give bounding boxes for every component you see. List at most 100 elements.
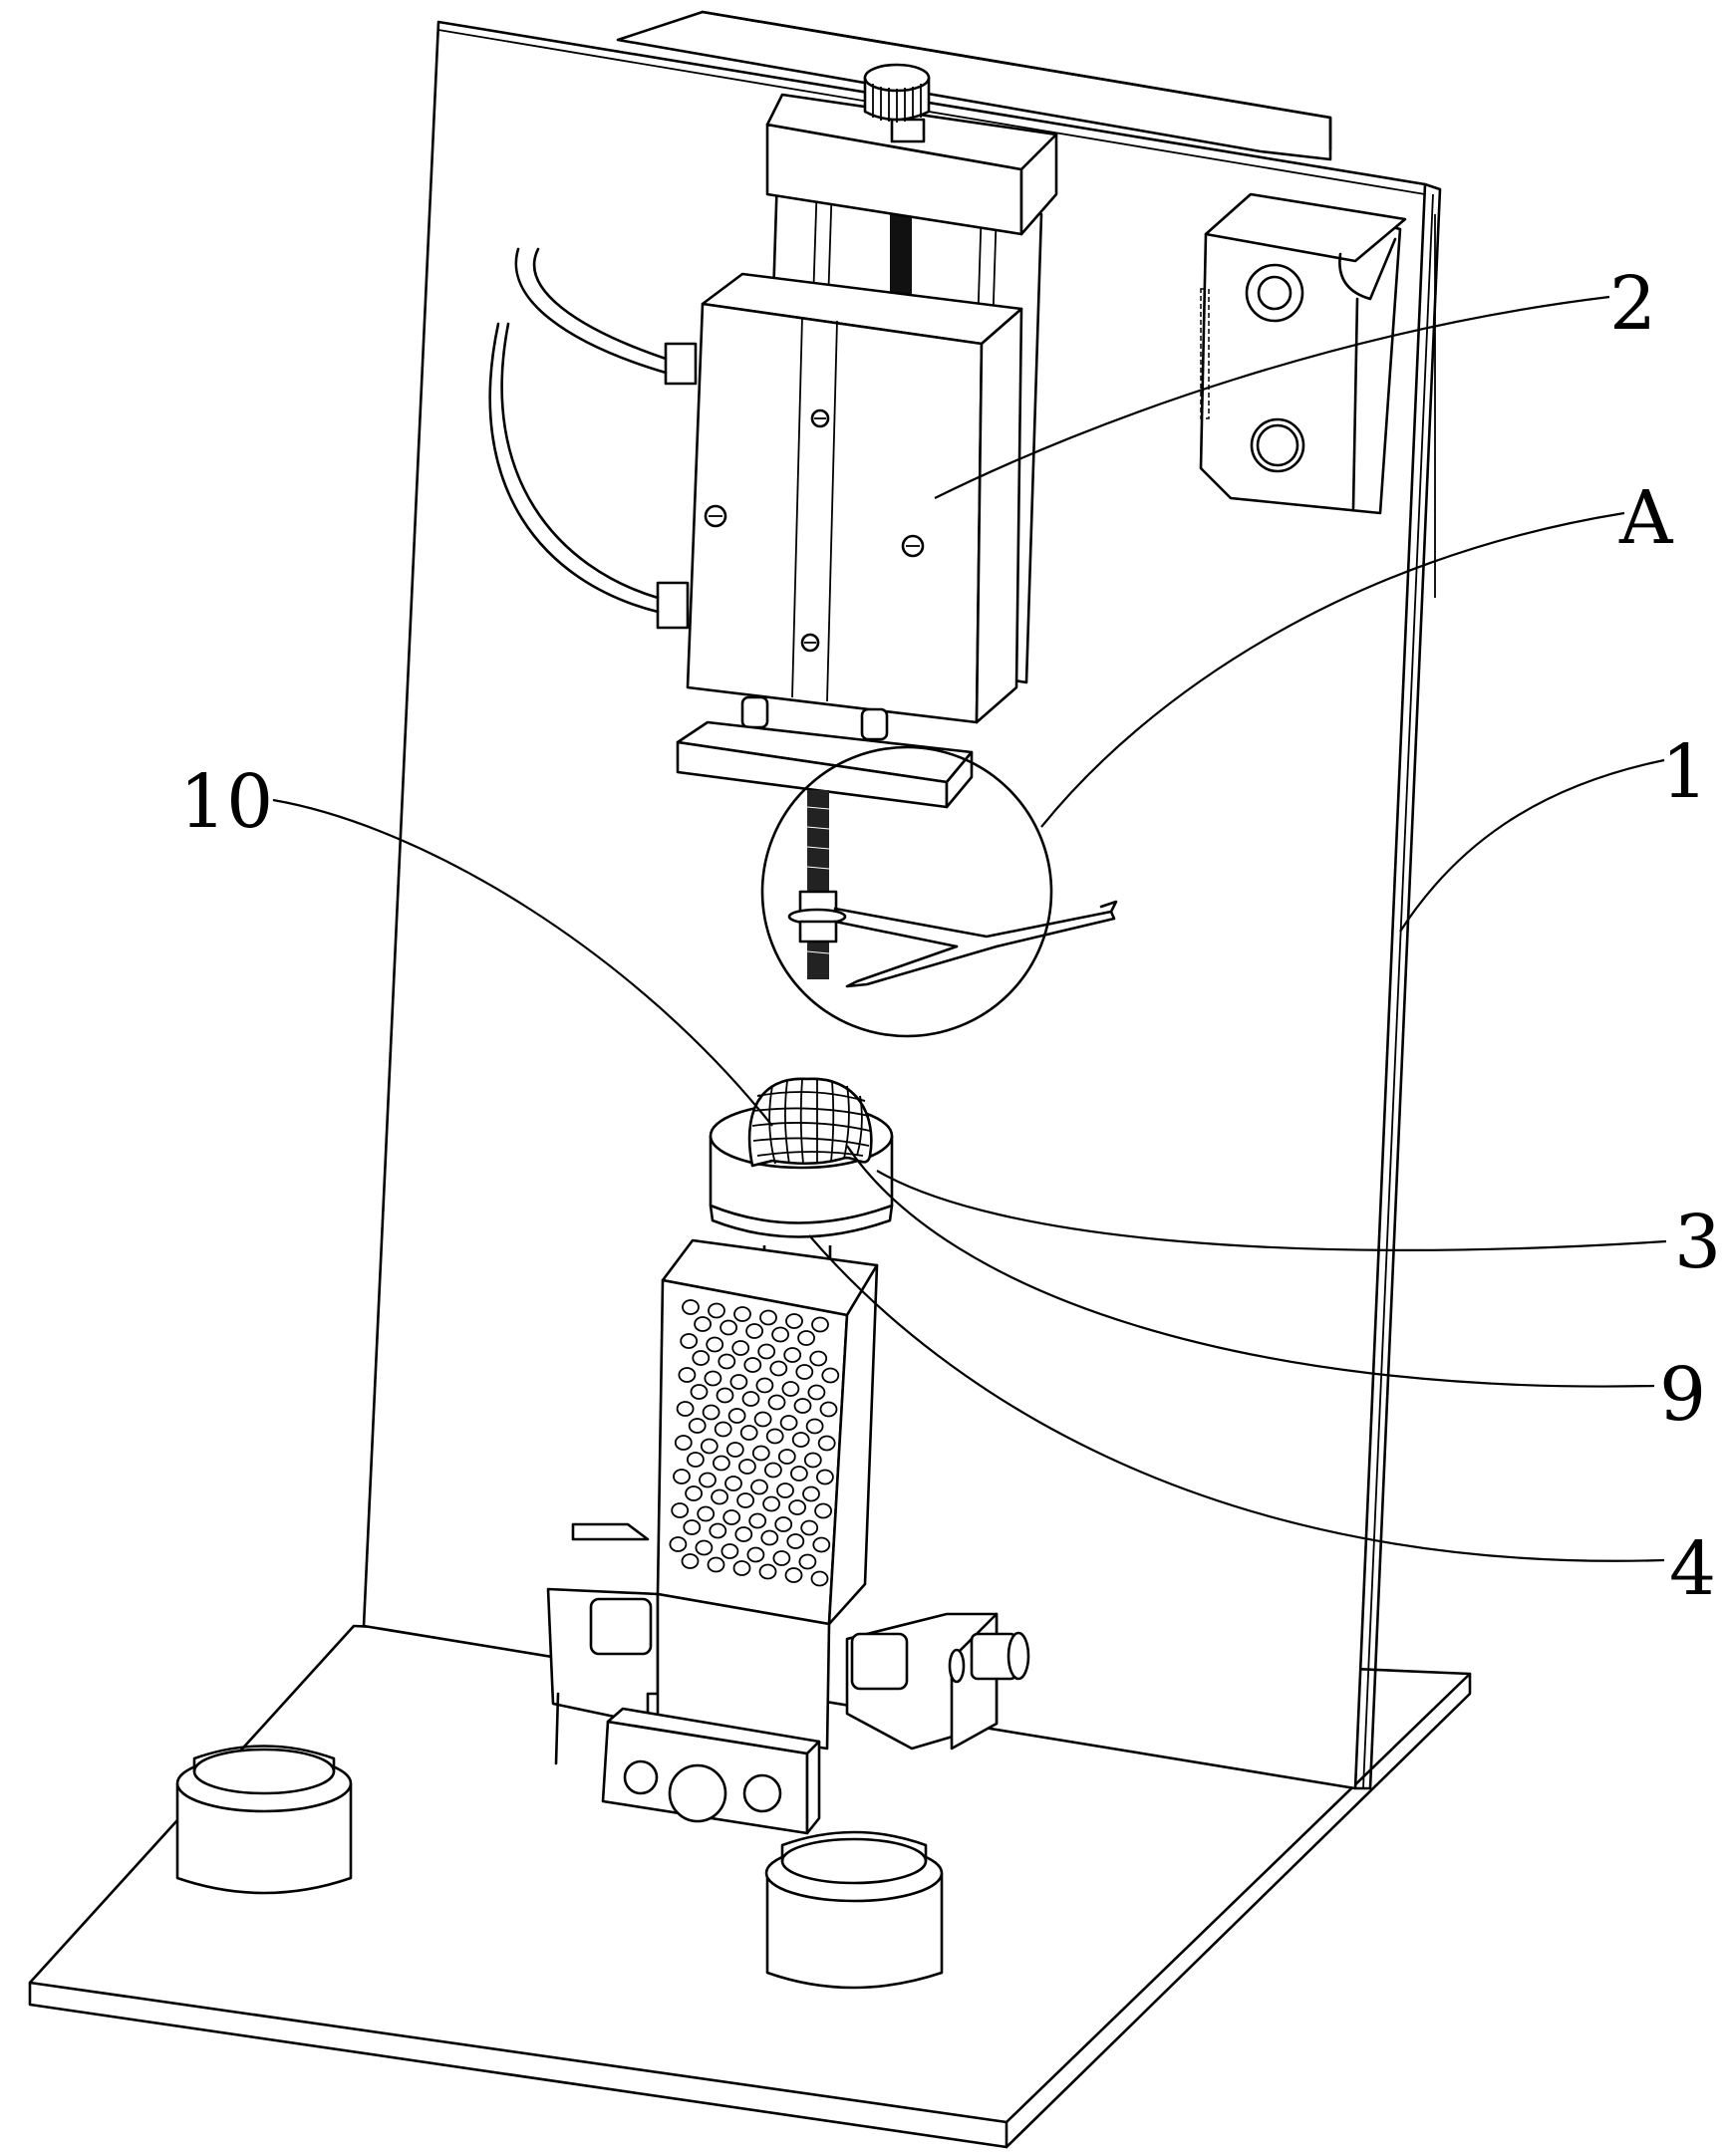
perforation-hole — [753, 1411, 772, 1428]
perforation-hole — [692, 1350, 711, 1366]
perforation-hole — [729, 1374, 748, 1390]
perforation-hole — [699, 1472, 717, 1488]
perforation-hole — [741, 1391, 760, 1407]
leader-A — [1040, 511, 1625, 828]
leader-3 — [876, 1170, 1667, 1251]
adjuster-socket — [1250, 417, 1305, 473]
leader-lines — [272, 295, 1667, 1562]
foot-left — [175, 1745, 353, 1895]
perforation-hole — [819, 1401, 838, 1418]
perforation-hole — [811, 1316, 829, 1333]
perforation-hole — [706, 1336, 724, 1353]
callout-4: 4 — [1669, 1526, 1716, 1612]
perforation-hole — [700, 1438, 719, 1455]
air-hose — [488, 247, 668, 614]
base-plate — [28, 1624, 1472, 2149]
perforation-hole — [803, 1452, 822, 1469]
side-adjuster-block — [1199, 192, 1407, 515]
perforation-hole — [805, 1418, 824, 1435]
perforation-hole — [704, 1370, 722, 1387]
perforation-hole — [769, 1360, 788, 1377]
perforation-hole — [810, 1570, 829, 1587]
perforation-hole — [807, 1384, 826, 1401]
perforation-hole — [757, 1343, 776, 1360]
perforation-hole — [713, 1455, 730, 1472]
perforation-hole — [720, 1543, 739, 1559]
perforation-hole — [722, 1509, 741, 1525]
perforation-hole — [708, 1302, 725, 1319]
perforation-hole — [786, 1533, 805, 1549]
perforation-hole — [814, 1502, 832, 1519]
perforation-hole — [802, 1485, 820, 1502]
perforation-hole — [779, 1415, 798, 1431]
perforation-hole — [767, 1394, 786, 1411]
callout-A: A — [1618, 475, 1674, 561]
perforated-column-block — [656, 1238, 879, 1626]
screw-heads — [704, 408, 925, 653]
perforation-hole — [776, 1482, 794, 1498]
leader-10 — [272, 798, 773, 1127]
adjuster-knob — [1245, 263, 1304, 323]
perforation-hole — [777, 1449, 796, 1465]
callout-3: 3 — [1674, 1200, 1721, 1285]
perforation-hole — [821, 1367, 840, 1384]
perforation-hole — [734, 1526, 753, 1542]
callout-labels: 2 A 1 10 3 9 4 — [179, 261, 1721, 1612]
perforation-hole — [719, 1319, 737, 1336]
perforation-hole — [671, 1502, 690, 1518]
perforation-hole — [758, 1563, 777, 1580]
perforation-hole — [816, 1469, 834, 1485]
detail-circle-A — [760, 745, 1118, 1038]
perforation-hole — [732, 1560, 751, 1576]
perforation-hole — [716, 1387, 734, 1404]
perforation-hole — [800, 1519, 819, 1536]
perforation-hole — [759, 1309, 777, 1326]
perforation-hole — [725, 1442, 744, 1458]
perforation-hole — [709, 1522, 727, 1539]
perforation-hole — [707, 1556, 725, 1573]
perforation-hole — [790, 1466, 808, 1482]
perforation-hole — [690, 1384, 709, 1400]
perforation-hole — [702, 1404, 720, 1421]
perforation-hole — [738, 1459, 756, 1475]
perforation-hole — [739, 1425, 758, 1441]
perforation-hole — [687, 1452, 705, 1468]
perforation-hole — [760, 1529, 779, 1546]
slide-rail-assembly — [488, 63, 1058, 809]
perforation-hole — [688, 1418, 707, 1434]
perforation-hole — [673, 1469, 691, 1484]
callout-10: 10 — [179, 759, 273, 845]
perforation-hole — [797, 1330, 815, 1346]
perforation-hole — [733, 1306, 751, 1322]
cutting-blade — [833, 900, 1118, 988]
clamp-base — [546, 1522, 1030, 1835]
perforation-hole — [676, 1401, 695, 1417]
callout-1: 1 — [1661, 729, 1708, 815]
perforation-hole — [674, 1435, 693, 1451]
perforation-hole — [788, 1499, 806, 1515]
perforation-hole — [743, 1357, 762, 1373]
perforation-hole — [772, 1550, 791, 1566]
front-button-block — [601, 1707, 821, 1835]
foot-right — [764, 1830, 944, 1990]
perforation-hole — [750, 1479, 768, 1495]
perforation-hole — [748, 1512, 767, 1529]
perforation-hole — [718, 1353, 736, 1370]
knurled-knob — [863, 63, 931, 143]
clamp-body — [656, 272, 1023, 724]
perforation-hole — [809, 1350, 828, 1367]
top-rear-bracket — [437, 10, 1426, 195]
perforation-hole — [774, 1516, 793, 1532]
perforation-hole — [745, 1323, 763, 1339]
perforation-hole — [765, 1428, 784, 1445]
perforation-hole — [795, 1364, 814, 1380]
threaded-rod — [807, 790, 829, 979]
callout-2: 2 — [1609, 261, 1656, 347]
perforation-hole — [746, 1546, 765, 1563]
vertical-back-panel — [362, 20, 1442, 1790]
perforation-hole — [731, 1340, 750, 1356]
perforation-hole — [783, 1347, 802, 1363]
perforation-hole — [711, 1488, 728, 1505]
perforation-hole — [781, 1381, 800, 1397]
